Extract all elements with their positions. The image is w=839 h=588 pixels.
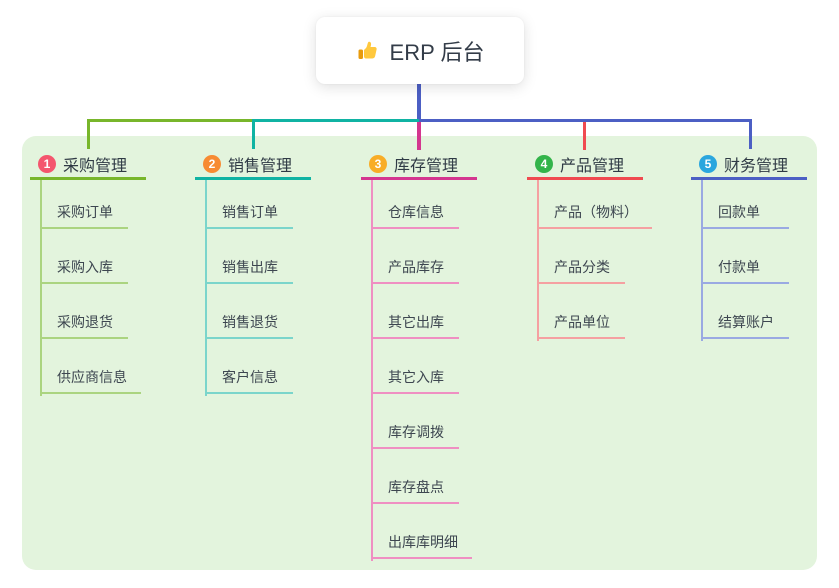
branch-finance: 5 财务管理 回款单 付款单 结算账户 — [691, 150, 831, 570]
node-receipt-bill[interactable]: 回款单 — [701, 197, 789, 229]
node-product-stock[interactable]: 产品库存 — [371, 252, 459, 284]
branch-inventory-title: 库存管理 — [394, 157, 459, 175]
branch-finance-node[interactable]: 5 财务管理 — [691, 150, 788, 177]
branch-purchase: 1 采购管理 采购订单 采购入库 采购退货 供应商信息 — [30, 150, 170, 570]
branch-finance-vline — [701, 180, 703, 341]
node-supplier-info[interactable]: 供应商信息 — [40, 362, 141, 394]
branch-sales: 2 销售管理 销售订单 销售出库 销售退货 客户信息 — [195, 150, 335, 570]
node-purchase-return[interactable]: 采购退货 — [40, 307, 128, 339]
node-customer-info[interactable]: 客户信息 — [205, 362, 293, 394]
branch-purchase-underline — [30, 177, 146, 180]
branch-finance-underline — [691, 177, 807, 180]
branch-purchase-node[interactable]: 1 采购管理 — [30, 150, 127, 177]
node-product-category[interactable]: 产品分类 — [537, 252, 625, 284]
connector-drop-branch5 — [749, 119, 752, 149]
branch-inventory-vline — [371, 180, 373, 561]
connector-drop-branch4 — [583, 122, 586, 150]
node-purchase-inbound[interactable]: 采购入库 — [40, 252, 128, 284]
node-warehouse-info[interactable]: 仓库信息 — [371, 197, 459, 229]
root-title: ERP 后台 — [389, 39, 485, 65]
branch-product-title: 产品管理 — [560, 157, 625, 175]
connector-bus-teal — [252, 119, 419, 122]
badge-3-icon: 3 — [369, 154, 387, 173]
connector-bus-blue — [419, 119, 752, 122]
node-inout-detail[interactable]: 出库库明细 — [371, 527, 472, 559]
badge-5-icon: 5 — [699, 154, 717, 173]
node-purchase-order[interactable]: 采购订单 — [40, 197, 128, 229]
branch-sales-node[interactable]: 2 销售管理 — [195, 150, 292, 177]
branch-sales-vline — [205, 180, 207, 396]
branch-inventory-underline — [361, 177, 477, 180]
node-stock-taking[interactable]: 库存盘点 — [371, 472, 459, 504]
branch-purchase-title: 采购管理 — [63, 157, 128, 175]
node-product-unit[interactable]: 产品单位 — [537, 307, 625, 339]
branch-sales-underline — [195, 177, 311, 180]
connector-drop-branch1 — [87, 119, 90, 149]
badge-2-icon: 2 — [203, 154, 221, 173]
connector-drop-branch2 — [252, 119, 255, 149]
node-other-outbound[interactable]: 其它出库 — [371, 307, 459, 339]
branch-product-node[interactable]: 4 产品管理 — [527, 150, 624, 177]
node-sales-return[interactable]: 销售退货 — [205, 307, 293, 339]
branch-finance-title: 财务管理 — [724, 157, 789, 175]
branch-inventory-node[interactable]: 3 库存管理 — [361, 150, 458, 177]
mindmap-panel — [22, 136, 817, 570]
connector-drop-branch3 — [417, 122, 421, 150]
branch-product-vline — [537, 180, 539, 341]
node-stock-transfer[interactable]: 库存调拨 — [371, 417, 459, 449]
branch-sales-title: 销售管理 — [228, 157, 293, 175]
branch-inventory: 3 库存管理 仓库信息 产品库存 其它出库 其它入库 库存调拨 库存盘点 出库库… — [361, 150, 501, 570]
branch-product: 4 产品管理 产品（物料） 产品分类 产品单位 — [527, 150, 667, 570]
root-node-erp[interactable]: ERP 后台 — [316, 17, 524, 84]
node-sales-outbound[interactable]: 销售出库 — [205, 252, 293, 284]
thumbs-up-icon — [356, 39, 380, 63]
badge-1-icon: 1 — [38, 154, 56, 173]
node-settlement-account[interactable]: 结算账户 — [701, 307, 789, 339]
branch-product-underline — [527, 177, 643, 180]
badge-4-icon: 4 — [535, 154, 553, 173]
node-other-inbound[interactable]: 其它入库 — [371, 362, 459, 394]
connector-trunk — [417, 84, 421, 122]
node-payment-bill[interactable]: 付款单 — [701, 252, 789, 284]
node-product-material[interactable]: 产品（物料） — [537, 197, 652, 229]
connector-bus-green — [87, 119, 253, 122]
branch-purchase-vline — [40, 180, 42, 396]
node-sales-order[interactable]: 销售订单 — [205, 197, 293, 229]
